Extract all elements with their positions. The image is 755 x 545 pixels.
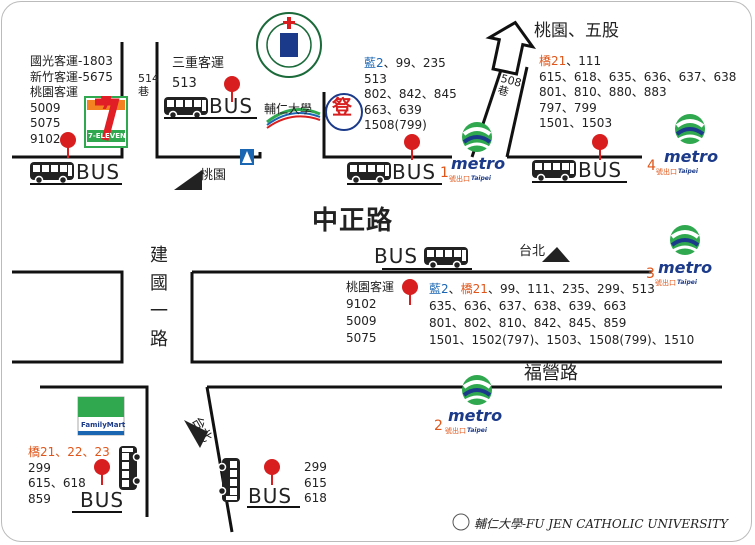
bus-stop-label: BUS [578,158,623,182]
route: 、99、111、235、299、513 [487,282,655,296]
fujen-route-list: 藍2、99、235 513 802、842、845 663、639 1508(7… [364,56,457,134]
route: 801、802、810、842、845、859 [429,316,627,330]
route: 513 [172,76,197,91]
route: 635、636、637、638、639、663 [429,299,627,313]
bus-stop-label: BUS [80,488,125,512]
route: 802、842、845 [364,87,457,101]
metro-logo-text: metro [451,154,506,173]
metro-city-label: Taipei [678,168,698,175]
route: 桃園客運 [346,280,395,294]
metro-logo-text: metro [658,258,713,277]
road-fuying: 福營路 [524,363,578,384]
route: 5009 [346,314,377,328]
route: 299 [304,460,327,474]
route: 801、810、880、883 [539,85,667,99]
seven-eleven-digit: 7 [100,93,113,114]
bus-stop-label: BUS [209,94,254,118]
metro-city-label: Taipei [471,175,491,182]
metro-exit-label: 號出口 [656,168,677,176]
route: 橋21 [539,54,567,68]
ne-route-list: 橋21、111 615、618、635、636、637、638 801、810、… [539,54,736,132]
road-jianguo: 建 國 一 路 [148,242,170,354]
road-char: 路 [150,329,168,350]
road-char: 建 [150,245,168,266]
center-left-route-list: 桃園客運 9102 5009 5075 [346,279,394,347]
road-char: 國 [150,273,168,294]
metro-exit-number: 4 [647,158,656,174]
route: 橋21、22、23 [28,445,110,459]
metro-exit-number: 2 [434,418,443,434]
bus-stop-label: BUS [374,244,419,268]
route: 藍2 [364,56,384,70]
route: 299 [28,460,51,475]
taipei-arrow-label: 台北 [519,244,546,259]
route: 三重客運 [172,56,225,71]
route: 663、639 [364,102,422,117]
familymart-logo: FamilyMart [81,421,126,429]
route: 859 [28,491,51,506]
route: 9102 [346,297,377,311]
bus-stop-label: BUS [392,160,437,184]
route: 797、799 [539,100,597,115]
metro-logo-text: metro [664,147,719,166]
route: 9102 [30,131,61,146]
metro-exit-label: 號出口 [655,279,676,287]
road-zhongzheng: 中正路 [312,206,394,236]
metro-city-label: Taipei [467,427,487,434]
route: 新竹客運-5675 [30,69,113,84]
bus-stop-label: BUS [76,160,121,184]
nw-route-list: 國光客運-1803 新竹客運-5675 桃園客運 5009 5075 9102 [30,54,113,147]
metro-city-label: Taipei [677,279,697,286]
route: 615 [304,475,327,490]
route: 5075 [30,116,61,130]
center-right-route-list: 藍2、橋21、99、111、235、299、513 635、636、637、63… [429,281,694,349]
route: 國光客運-1803 [30,54,113,68]
sanchong-route-list: 三重客運 513 [172,54,224,94]
route: 、111 [566,54,602,68]
route: 1508(799) [364,118,427,132]
bus-stop-label: BUS [248,484,293,508]
route: 1501、1502(797)、1503、1508(799)、1510 [429,333,695,347]
route: 615、618、635、636、637、638 [539,69,737,84]
route: 615、618 [28,476,86,490]
sw-route-list: 橋21、22、23 299 615、618 859 [28,445,110,507]
lane-514-label: 514巷 [138,72,159,98]
route: 618 [304,491,327,505]
se-route-list: 299 615 618 [304,460,327,507]
route: 藍2 [429,282,449,296]
metro-exit-number: 3 [646,266,655,282]
metro-logo-text: metro [448,406,503,425]
fujen-badge: 豋 [332,95,352,119]
route: 5075 [346,331,377,345]
fujen-name: 輔仁大學 [264,102,313,116]
route: 513 [364,71,387,86]
road-char: 一 [150,301,168,322]
route: 桃園客運 [30,85,79,99]
route: 5009 [30,100,61,115]
route: 、 [448,282,461,296]
route: 1501、1503 [539,116,613,130]
footer-university-name: 輔仁大學-FU JEN CATHOLIC UNIVERSITY [474,517,729,531]
metro-exit-label: 號出口 [449,175,470,183]
metro-exit-number: 1 [440,165,449,181]
seven-eleven-logo: 7-ELEVEN [88,132,126,140]
metro-exit-label: 號出口 [445,427,466,435]
route: 橋21 [460,282,488,296]
direction-taoyuan-wugu: 桃園、五股 [534,21,619,41]
taoyuan-arrow-label: 桃園 [200,168,227,183]
route: 、99、235 [383,56,446,70]
